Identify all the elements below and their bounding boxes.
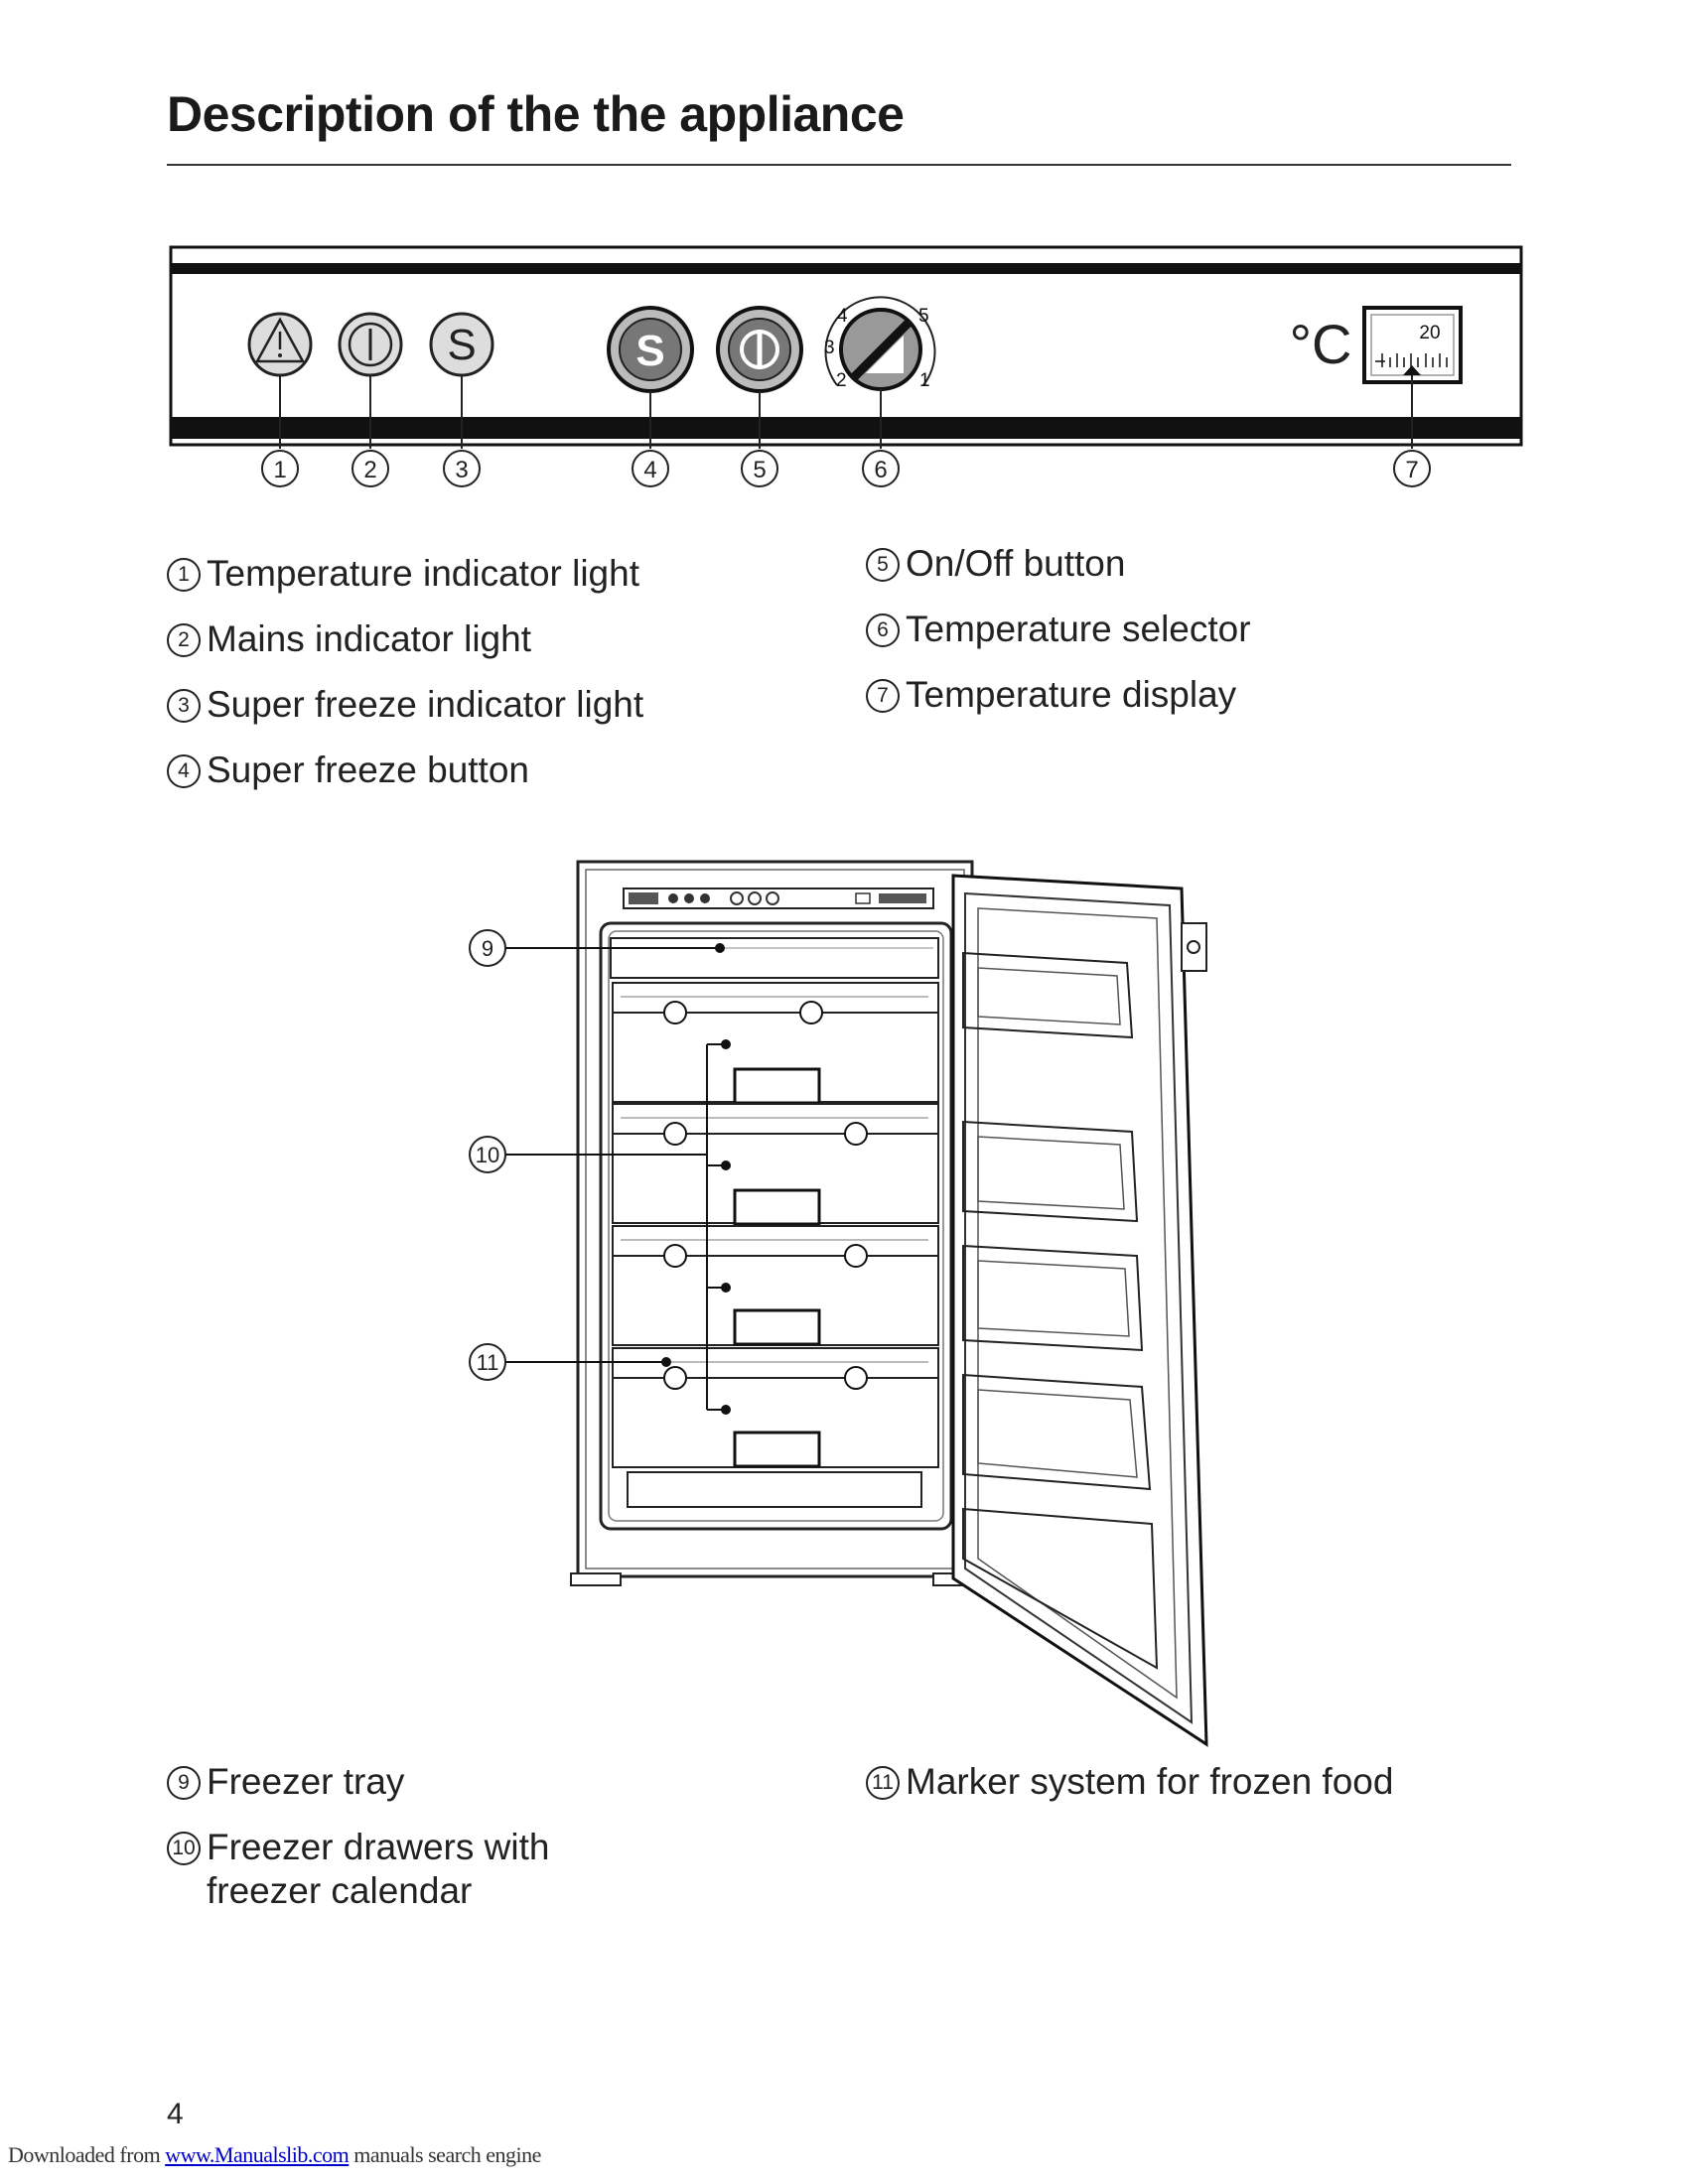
legend-text: Temperature display	[906, 674, 1237, 715]
dial-label-2: 2	[836, 370, 847, 391]
legend-item-mains-indicator-light: 2 Mains indicator light	[167, 617, 531, 661]
legend-number: 7	[866, 679, 900, 713]
legend-number: 2	[167, 623, 201, 657]
callout-5: 5	[753, 457, 766, 483]
marker-knobs	[663, 1001, 868, 1390]
legend-text: Mains indicator light	[207, 618, 531, 659]
dial-label-1: 1	[919, 370, 930, 391]
legend-item-temperature-indicator-light: 1 Temperature indicator light	[167, 552, 639, 596]
page-number: 4	[167, 2098, 184, 2130]
legend-number: 5	[866, 548, 900, 582]
page-title: Description of the the appliance	[167, 86, 905, 142]
panel-top-band	[171, 263, 1521, 274]
manualslib-link[interactable]: www.Manualslib.com	[165, 2142, 350, 2167]
legend-item-on-off-button: 5 On/Off button	[866, 542, 1125, 586]
legend-text: Super freeze button	[207, 750, 529, 790]
legend-text: Super freeze indicator light	[207, 684, 644, 725]
legend-text: Freezer tray	[207, 1761, 405, 1802]
dial-label-4: 4	[837, 306, 848, 327]
download-footer: Downloaded from www.Manualslib.com manua…	[8, 2142, 541, 2168]
callout-11: 11	[477, 1350, 499, 1375]
display-reading: 20	[1419, 323, 1440, 343]
legend-item-super-freeze-button: 4 Super freeze button	[167, 749, 529, 792]
drawers-bracket	[706, 1039, 731, 1415]
degree-celsius-label: °C	[1290, 313, 1352, 375]
legend-number: 11	[866, 1766, 900, 1800]
callout-10: 10	[476, 1143, 499, 1167]
dial-label-5: 5	[918, 306, 929, 327]
legend-number: 4	[167, 754, 201, 788]
footer-suffix: manuals search engine	[353, 2142, 541, 2167]
legend-number: 10	[167, 1832, 201, 1865]
legend-text: Freezer drawers with freezer calendar	[207, 1827, 550, 1911]
open-door	[951, 874, 1208, 1747]
legend-item-marker-system: 11 Marker system for frozen food	[866, 1760, 1393, 1804]
legend-text: On/Off button	[906, 543, 1126, 584]
legend-item-temperature-display: 7 Temperature display	[866, 673, 1236, 717]
panel-bottom-band	[171, 417, 1521, 439]
callout-2: 2	[363, 457, 376, 483]
footer-prefix: Downloaded from	[8, 2142, 161, 2167]
legend-number: 9	[167, 1766, 201, 1800]
legend-number: 3	[167, 689, 201, 723]
temperature-selector-dial-icon: 1 2 3 4 5	[824, 296, 936, 391]
callout-3: 3	[455, 457, 468, 483]
on-off-button-icon	[716, 306, 803, 393]
freezer-tray	[610, 937, 939, 979]
control-panel-illustration: S S 1 2 3 4 5 °C 20	[169, 245, 1523, 487]
legend-text: Marker system for frozen food	[906, 1761, 1394, 1802]
drawer-fronts	[612, 982, 939, 1508]
super-freeze-button-letter: S	[635, 327, 664, 375]
callout-1: 1	[273, 457, 286, 483]
title-divider	[167, 164, 1511, 166]
legend-number: 1	[167, 558, 201, 592]
callout-9: 9	[482, 936, 493, 961]
mains-indicator-light-icon	[338, 312, 403, 377]
super-freeze-light-letter: S	[447, 321, 476, 369]
callout-6: 6	[874, 457, 887, 483]
dial-label-3: 3	[824, 338, 835, 358]
calendar-strips	[621, 996, 928, 1363]
callout-7: 7	[1405, 457, 1418, 483]
legend-number: 6	[866, 614, 900, 647]
legend-item-freezer-drawers: 10 Freezer drawers with freezer calendar	[167, 1826, 549, 1913]
legend-text: Temperature indicator light	[207, 553, 639, 594]
legend-item-super-freeze-indicator-light: 3 Super freeze indicator light	[167, 683, 643, 727]
legend-item-freezer-tray: 9 Freezer tray	[167, 1760, 404, 1804]
callout-4: 4	[643, 457, 656, 483]
legend-item-temperature-selector: 6 Temperature selector	[866, 608, 1251, 651]
legend-text: Temperature selector	[906, 609, 1251, 649]
